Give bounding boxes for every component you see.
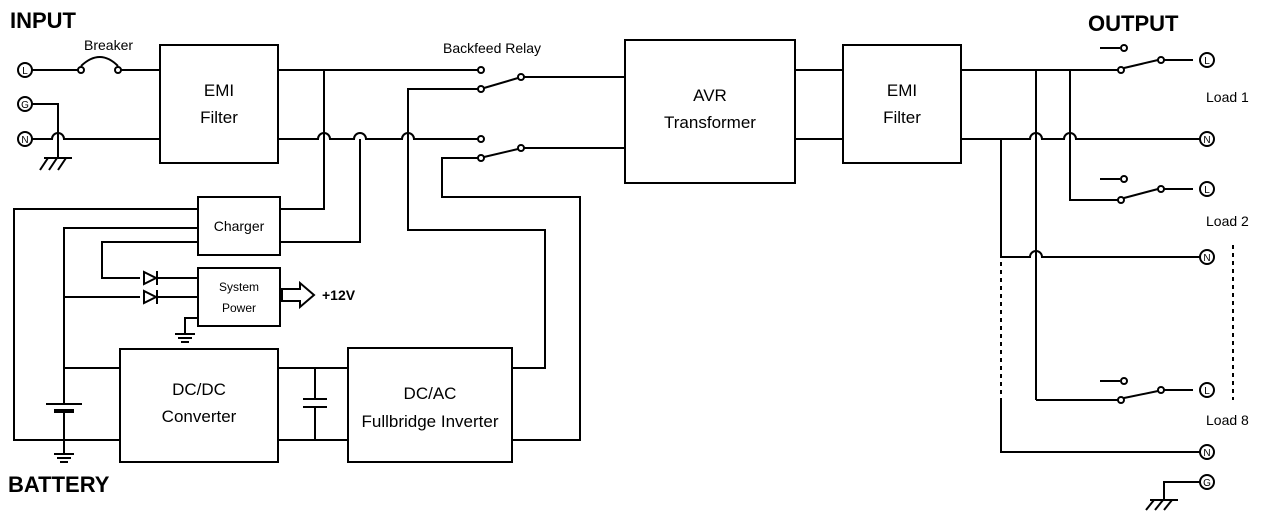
output-neutral-bus [961, 132, 1200, 140]
load1-terminal-l: L [1199, 52, 1215, 68]
svg-text:Filter: Filter [883, 108, 921, 127]
charger-block: Charger [197, 196, 281, 256]
battery-label: BATTERY [8, 472, 110, 497]
load1-switch [1100, 44, 1193, 74]
emi-filter-input: EMI Filter [159, 44, 279, 164]
battery-symbol [46, 368, 82, 463]
input-terminal-n: N [17, 131, 33, 147]
output-terminal-g: G [1199, 474, 1215, 490]
diode-2 [143, 289, 198, 305]
svg-text:N: N [1203, 253, 1210, 264]
charger-diode-wire [101, 241, 198, 279]
svg-text:Charger: Charger [214, 218, 265, 234]
svg-text:L: L [1204, 185, 1210, 196]
load2-label: Load 2 [1206, 213, 1249, 229]
svg-text:Fullbridge Inverter: Fullbridge Inverter [361, 412, 498, 431]
svg-text:DC/AC: DC/AC [404, 384, 457, 403]
system-power-ground-wire [184, 317, 198, 334]
output-label: OUTPUT [1088, 11, 1179, 36]
breaker-label: Breaker [84, 37, 133, 53]
svg-text:AVR: AVR [693, 86, 727, 105]
input-earth-symbol [39, 157, 72, 171]
svg-text:EMI: EMI [887, 81, 917, 100]
system-power-ground-symbol [175, 333, 195, 343]
input-neutral-wire [32, 132, 160, 140]
load2-terminal-l: L [1199, 181, 1215, 197]
dcac-inverter-block: DC/AC Fullbridge Inverter [347, 347, 513, 463]
input-terminal-g: G [17, 96, 33, 112]
charger-feed-line [280, 70, 325, 210]
input-label: INPUT [10, 8, 77, 33]
svg-text:G: G [1203, 478, 1211, 489]
backfeed-relay-switch-2 [477, 135, 625, 162]
svg-text:Converter: Converter [162, 407, 237, 426]
battery-positive-wire [63, 227, 198, 404]
inverter-wire-a [407, 88, 546, 369]
plus12v-label: +12V [322, 287, 356, 303]
inverter-wire-b [441, 157, 581, 441]
backfeed-relay-switch-1 [477, 66, 625, 93]
diode-1 [143, 270, 198, 286]
svg-text:Power: Power [222, 301, 256, 315]
load8-neutral [1000, 400, 1200, 453]
plus12v-arrow: +12V [281, 280, 356, 310]
input-ground-wire [32, 103, 59, 158]
load8-label: Load 8 [1206, 412, 1249, 428]
svg-text:N: N [21, 135, 28, 146]
output-earth-symbol [1145, 499, 1178, 511]
load8-terminal-l: L [1199, 382, 1215, 398]
load2-terminal-n: N [1199, 249, 1215, 265]
dc-bus-capacitor [303, 368, 327, 440]
load1-terminal-n: N [1199, 131, 1215, 147]
backfeed-relay-label: Backfeed Relay [443, 40, 541, 56]
svg-text:L: L [1204, 56, 1210, 67]
svg-text:G: G [21, 100, 29, 111]
load2-line-feed [1069, 70, 1118, 201]
svg-text:N: N [1203, 448, 1210, 459]
load8-terminal-n: N [1199, 444, 1215, 460]
avr-transformer: AVR Transformer [624, 39, 796, 184]
input-terminal-l: L [17, 62, 33, 78]
charger-feed-neutral [280, 139, 361, 243]
breaker: Breaker [32, 37, 160, 74]
dcdc-converter-block: DC/DC Converter [119, 348, 279, 463]
neutral-bus [278, 132, 478, 140]
svg-text:EMI: EMI [204, 81, 234, 100]
svg-text:Transformer: Transformer [664, 113, 756, 132]
svg-text:System: System [219, 280, 259, 294]
load2-neutral [1000, 139, 1200, 258]
svg-text:L: L [22, 66, 28, 77]
load8-switch [1100, 377, 1193, 404]
system-power-block: System Power [197, 267, 281, 327]
svg-text:DC/DC: DC/DC [172, 380, 226, 399]
svg-text:N: N [1203, 135, 1210, 146]
svg-text:Filter: Filter [200, 108, 238, 127]
load1-label: Load 1 [1206, 89, 1249, 105]
emi-filter-output: EMI Filter [842, 44, 962, 164]
svg-text:L: L [1204, 386, 1210, 397]
battery-negative-loop [13, 208, 198, 441]
load2-switch [1100, 175, 1193, 204]
output-ground-wire [1163, 481, 1200, 500]
